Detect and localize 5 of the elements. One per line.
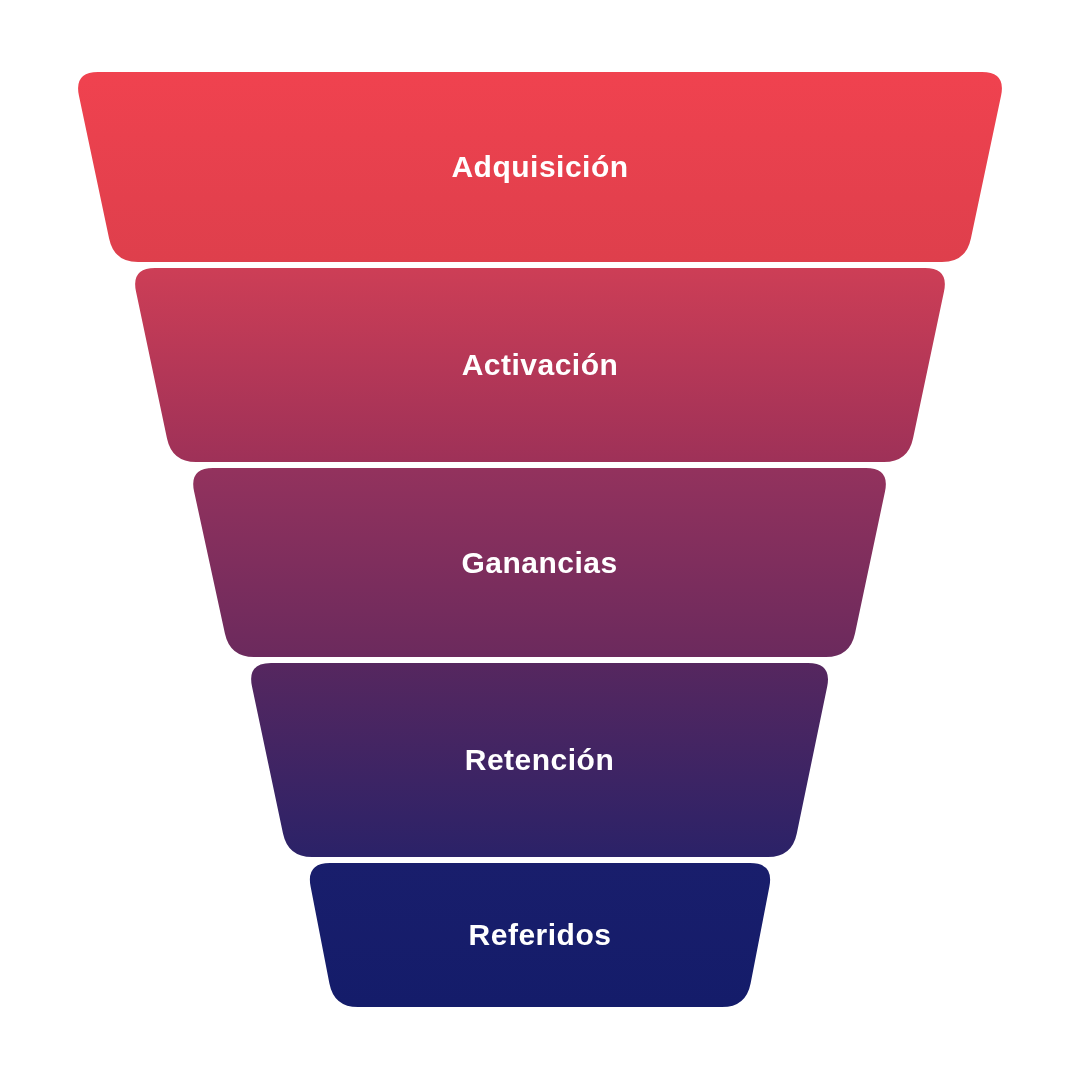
stage-label: Activación (461, 348, 619, 382)
stage-label: Adquisición (451, 150, 629, 184)
stage-label: Referidos (468, 918, 612, 952)
stage-label: Ganancias (461, 545, 618, 580)
stage-label: Retención (464, 743, 615, 777)
